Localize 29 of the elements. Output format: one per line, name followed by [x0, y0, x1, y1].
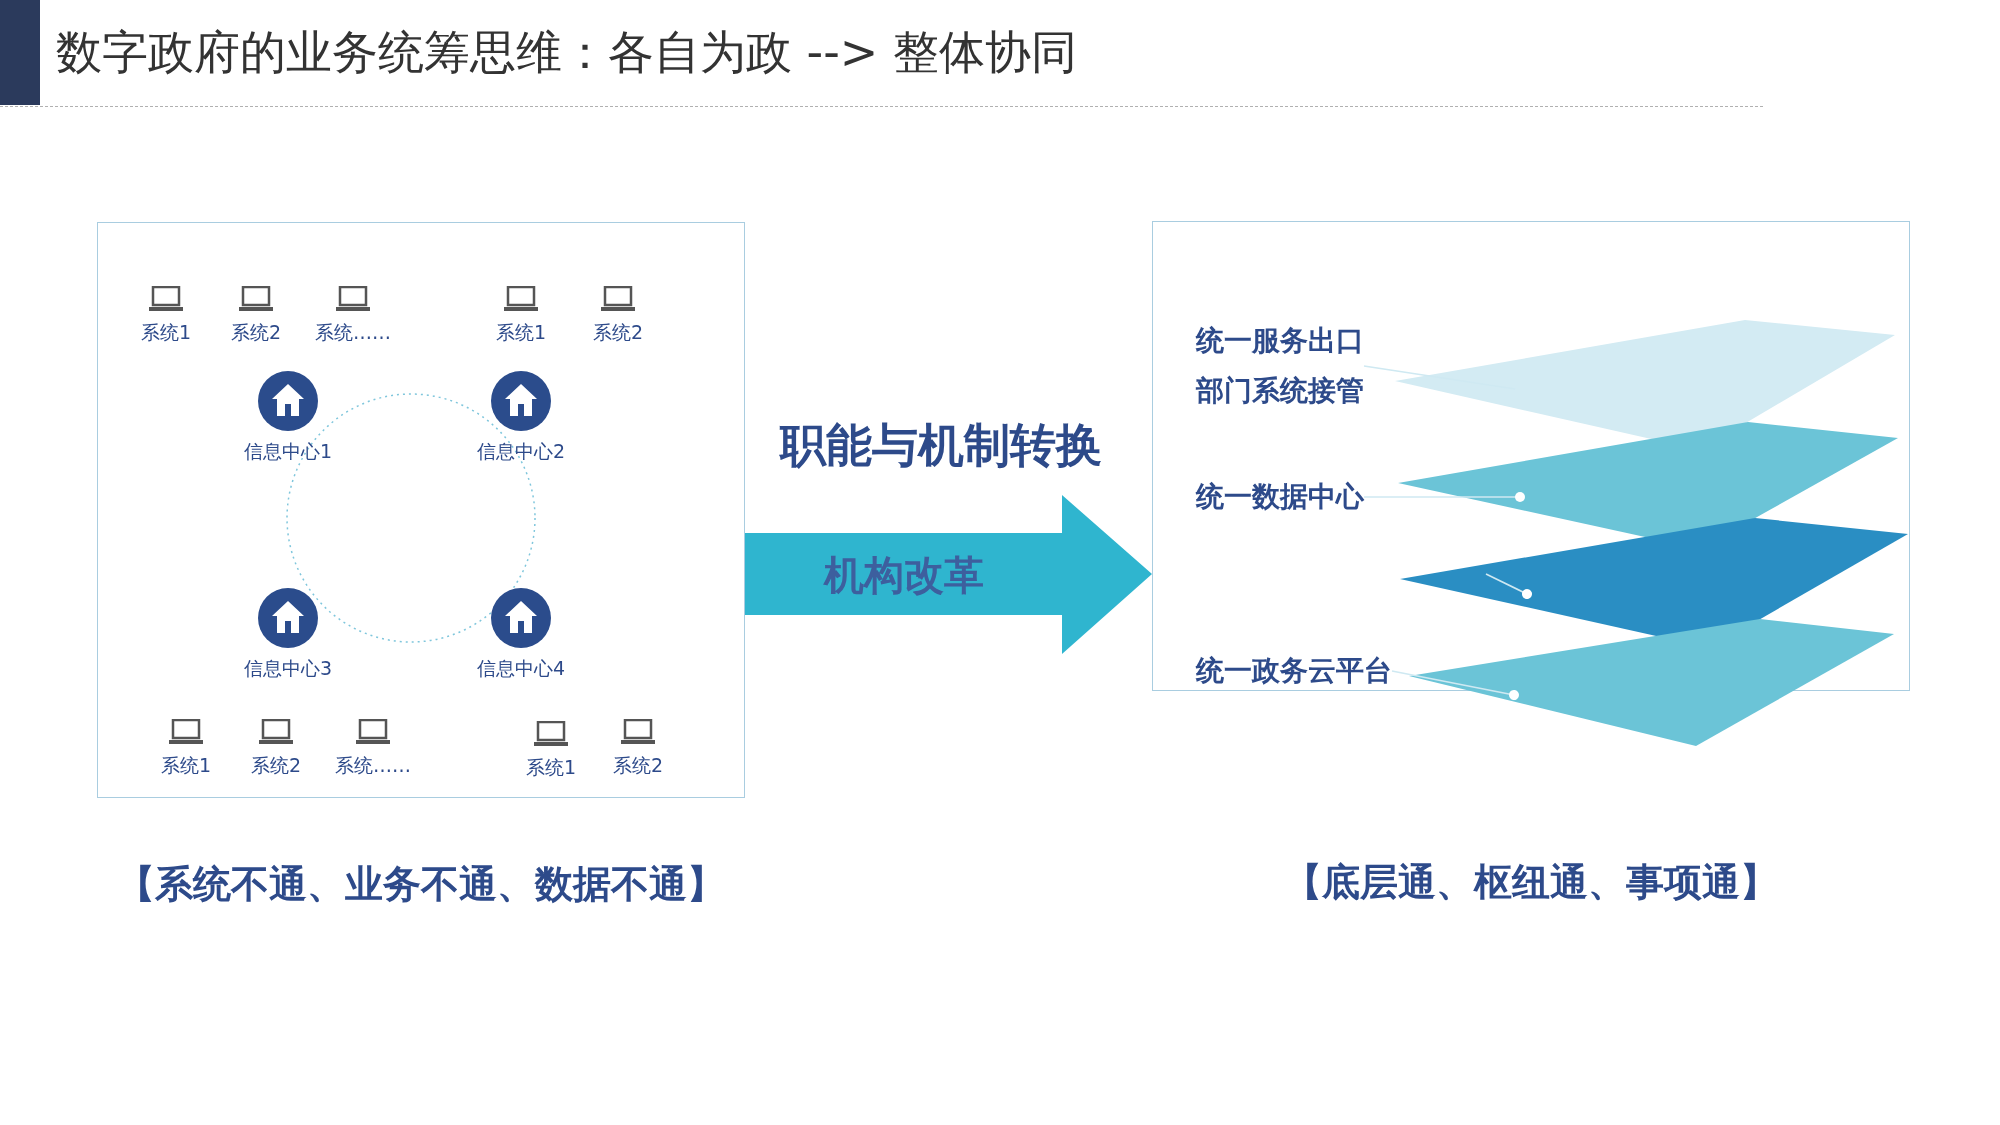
leader-line: [1485, 573, 1532, 599]
center-label: 信息中心4: [475, 656, 567, 681]
system-label: 系统……: [314, 320, 392, 345]
center-label: 信息中心1: [242, 439, 334, 464]
system-label: 系统2: [611, 753, 665, 778]
layer-label: 统一政务云平台: [1196, 653, 1392, 689]
edge-label: 机构改革: [822, 551, 985, 600]
system-label: 系统1: [524, 755, 578, 780]
layer-label: 统一数据中心: [1196, 479, 1364, 515]
panel-frame: [1152, 221, 1910, 691]
panel-caption: 【系统不通、业务不通、数据不通】: [116, 861, 726, 909]
center-label: 信息中心2: [475, 439, 567, 464]
system-label: 系统1: [494, 320, 548, 345]
slide-title: 数字政府的业务统筹思维：各自为政 --> 整体协同: [56, 24, 1077, 81]
center-label: 信息中心3: [242, 656, 334, 681]
layer-label: 统一服务出口: [1196, 323, 1364, 359]
system-label: 系统2: [229, 320, 283, 345]
system-label: 系统1: [159, 753, 213, 778]
block-arrow: [745, 495, 1152, 654]
system-label: 系统2: [591, 320, 645, 345]
system-label: 系统1: [139, 320, 193, 345]
layer-label: 部门系统接管: [1196, 373, 1364, 409]
panel-frame: [97, 222, 745, 798]
leader-line: [1363, 492, 1525, 502]
heading-text: 职能与机制转换: [778, 417, 1103, 475]
system-label: 系统2: [249, 753, 303, 778]
system-label: 系统……: [334, 753, 412, 778]
panel-caption: 【底层通、枢纽通、事项通】: [1283, 859, 1779, 907]
leader-line: [1391, 670, 1519, 700]
